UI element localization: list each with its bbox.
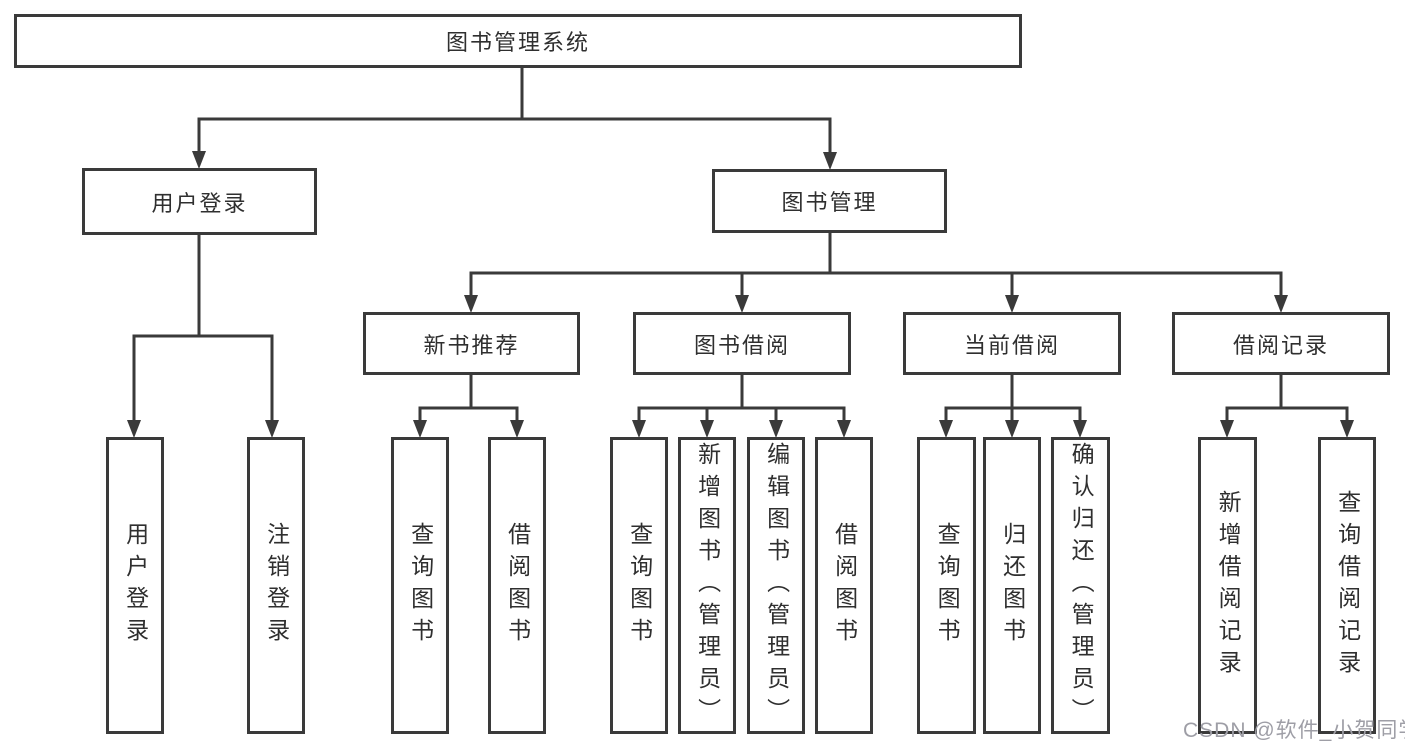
- node-leaf-records-add-record: 新增借阅记录: [1198, 437, 1257, 734]
- node-user-login-label: 用户登录: [151, 190, 248, 216]
- node-leaf-borrow-add-books-admin-label: 新增图书（管理员）: [694, 441, 721, 730]
- node-current-borrow: 当前借阅: [903, 312, 1121, 375]
- node-borrow-records-label: 借阅记录: [1232, 332, 1329, 358]
- node-leaf-current-confirm-return-admin-label: 确认归还（管理员）: [1068, 441, 1095, 730]
- node-root-label: 图书管理系统: [445, 30, 590, 55]
- node-leaf-records-query-record-label: 查询借阅记录: [1334, 489, 1361, 682]
- node-leaf-current-return-books-label: 归还图书: [999, 521, 1026, 650]
- node-book-borrow-label: 图书借阅: [693, 332, 790, 358]
- arrowheads: [127, 151, 1354, 438]
- node-new-book-recommend-label: 新书推荐: [423, 332, 520, 358]
- connector-borrow-records: [1225, 373, 1349, 422]
- node-leaf-recommend-borrow-books: 借阅图书: [488, 437, 546, 734]
- node-leaf-borrow-add-books-admin: 新增图书（管理员）: [678, 437, 736, 734]
- node-leaf-borrow-borrow-books: 借阅图书: [815, 437, 873, 734]
- node-new-book-recommend: 新书推荐: [363, 312, 580, 375]
- node-leaf-records-query-record: 查询借阅记录: [1318, 437, 1376, 734]
- node-leaf-recommend-borrow-books-label: 借阅图书: [504, 521, 531, 650]
- connector-root: [197, 65, 832, 155]
- node-leaf-current-confirm-return-admin: 确认归还（管理员）: [1051, 437, 1110, 734]
- node-leaf-borrow-edit-books-admin-label: 编辑图书（管理员）: [763, 441, 790, 730]
- node-leaf-user-login: 用户登录: [106, 437, 164, 734]
- node-leaf-borrow-borrow-books-label: 借阅图书: [831, 521, 858, 650]
- node-leaf-borrow-query-books: 查询图书: [610, 437, 668, 734]
- node-user-login: 用户登录: [82, 168, 317, 235]
- node-book-borrow: 图书借阅: [633, 312, 851, 375]
- node-leaf-current-query-books: 查询图书: [917, 437, 976, 734]
- node-leaf-borrow-edit-books-admin: 编辑图书（管理员）: [747, 437, 805, 734]
- node-borrow-records: 借阅记录: [1172, 312, 1390, 375]
- node-leaf-records-add-record-label: 新增借阅记录: [1215, 489, 1242, 682]
- connector-book-borrow: [637, 373, 846, 422]
- node-leaf-recommend-query-books-label: 查询图书: [407, 521, 434, 650]
- node-leaf-borrow-query-books-label: 查询图书: [626, 521, 653, 650]
- watermark: CSDN @软件_小贺同学: [1183, 719, 1405, 742]
- connector-book-management: [469, 231, 1283, 298]
- node-book-management-label: 图书管理: [781, 190, 878, 215]
- node-current-borrow-label: 当前借阅: [963, 332, 1060, 358]
- node-leaf-logout: 注销登录: [247, 437, 305, 734]
- node-leaf-current-query-books-label: 查询图书: [934, 521, 961, 650]
- connector-current-borrow: [944, 373, 1082, 422]
- node-leaf-recommend-query-books: 查询图书: [391, 437, 449, 734]
- connector-new-book-recommend: [418, 373, 519, 422]
- node-leaf-user-login-label: 用户登录: [122, 521, 149, 650]
- node-book-management: 图书管理: [712, 169, 947, 233]
- node-leaf-current-return-books: 归还图书: [983, 437, 1041, 734]
- connector-user-login: [132, 233, 274, 422]
- node-leaf-logout-label: 注销登录: [263, 521, 290, 650]
- node-root: 图书管理系统: [14, 14, 1022, 68]
